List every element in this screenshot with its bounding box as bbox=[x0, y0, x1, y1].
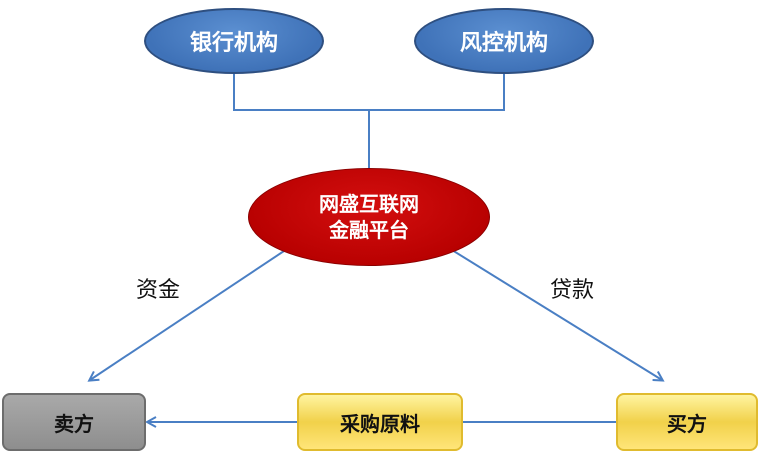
loan-arrow bbox=[451, 249, 662, 380]
funds-arrow bbox=[90, 250, 285, 380]
risk-control-label: 风控机构 bbox=[459, 31, 548, 56]
bank-label: 银行机构 bbox=[189, 31, 278, 56]
seller-label: 卖方 bbox=[54, 411, 94, 436]
platform-label-line2: 金融平台 bbox=[329, 218, 409, 242]
purchase-label: 采购原料 bbox=[340, 411, 420, 436]
buyer-label: 买方 bbox=[667, 411, 707, 436]
loan-label: 贷款 bbox=[550, 278, 595, 303]
purchase-node: 采购原料 bbox=[297, 393, 463, 451]
bank-node: 银行机构 bbox=[144, 8, 324, 74]
funds-label: 资金 bbox=[136, 278, 181, 303]
bracket-connector bbox=[233, 72, 505, 111]
buyer-node: 买方 bbox=[616, 393, 758, 451]
platform-node: 网盛互联网 金融平台 bbox=[248, 168, 490, 266]
seller-node: 卖方 bbox=[2, 393, 146, 451]
risk-control-node: 风控机构 bbox=[414, 8, 594, 74]
platform-label-line1: 网盛互联网 bbox=[319, 192, 419, 216]
